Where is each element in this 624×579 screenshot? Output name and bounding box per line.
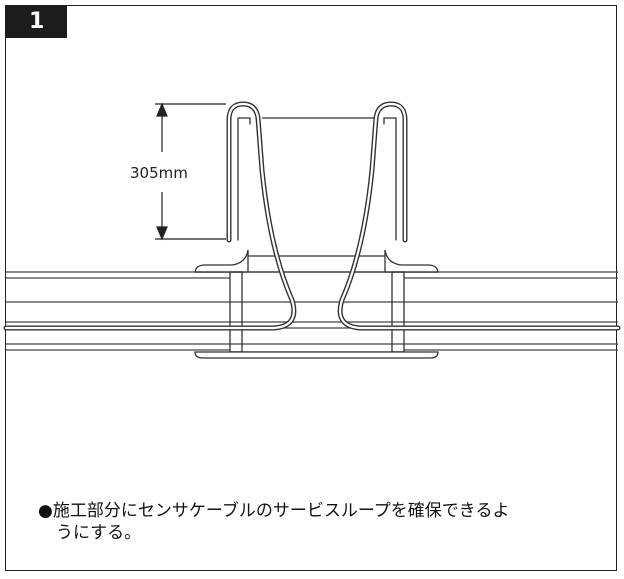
figure-frame <box>5 5 617 571</box>
caption-text: ●施工部分にセンサケーブルのサービスループを確保できるよ うにする。 <box>38 500 598 544</box>
cut-block-left <box>229 271 243 353</box>
cut-section <box>194 117 439 359</box>
caption-line-2: うにする。 <box>56 523 142 543</box>
flange-left <box>194 249 249 273</box>
flange-right <box>384 249 439 273</box>
cable-loop-left <box>3 101 297 331</box>
pavement-layers <box>6 271 618 351</box>
right-sheath <box>383 117 397 241</box>
dimension-label: 305mm <box>130 164 188 182</box>
bottom-plate <box>194 351 439 359</box>
dimension-marker <box>155 102 226 241</box>
cut-block-right <box>391 271 405 353</box>
dimension-arrow-up <box>156 102 168 117</box>
left-sheath <box>237 117 251 241</box>
caption-line-1: ●施工部分にセンサケーブルのサービスループを確保できるよ <box>38 501 510 521</box>
step-number-badge: 1 <box>5 5 67 38</box>
dimension-arrow-down <box>156 226 168 241</box>
cable-loop-right <box>337 101 621 331</box>
